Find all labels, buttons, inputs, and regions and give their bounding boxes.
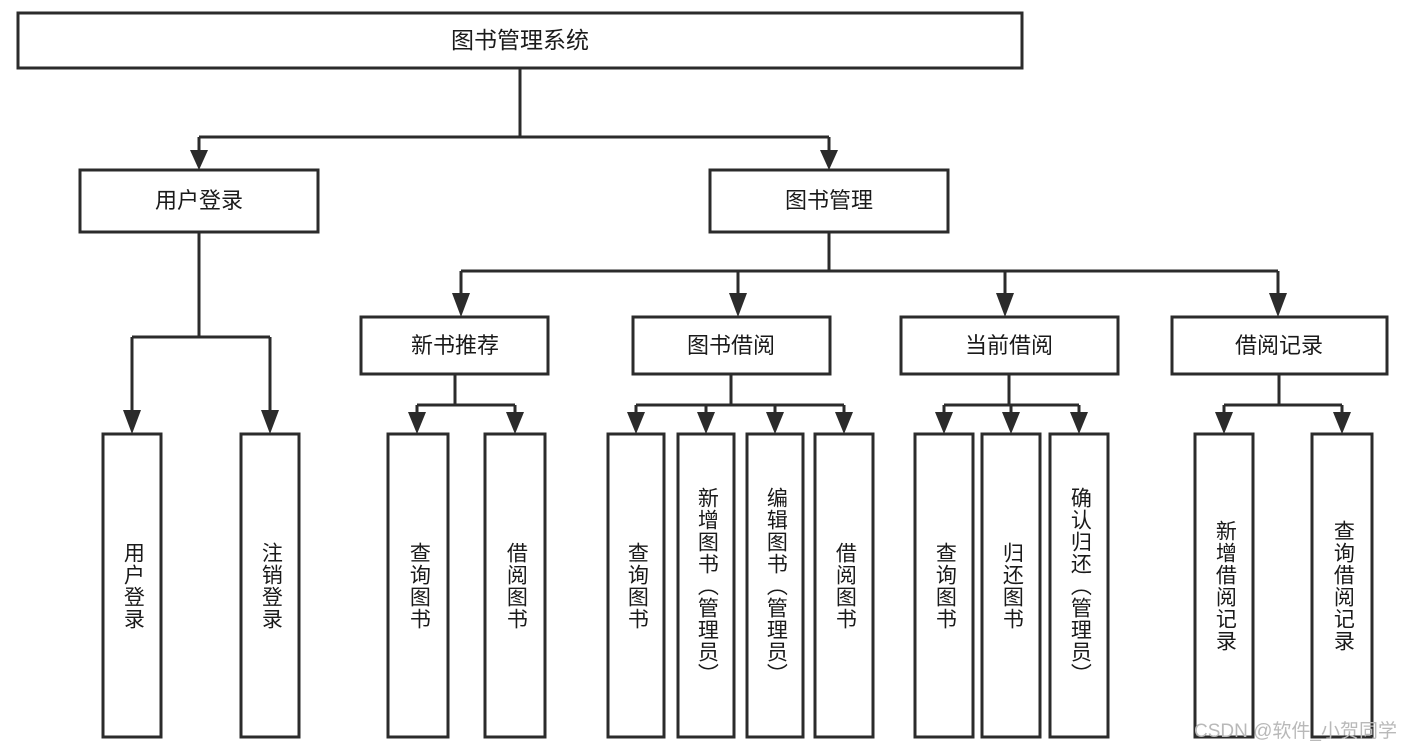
node-box-leaf-query-borrow-record[interactable] <box>1310 432 1374 739</box>
arrow-head-leaf-add-borrow-record <box>1215 412 1233 434</box>
arrow-head-leaf-query-borrow-record <box>1333 412 1351 434</box>
node-box-leaf-borrow-book-2[interactable] <box>813 432 875 739</box>
horizontal-label-group: 图书管理系统 用户登录 图书管理 新书推荐 图书借阅 当前借阅 借阅记录 <box>155 27 1323 358</box>
node-box-leaf-query-book-2[interactable] <box>606 432 666 739</box>
arrow-head-current-borrow <box>996 293 1014 317</box>
arrow-head-leaf-edit-book <box>766 412 784 434</box>
arrow-head-new-book-recommend <box>452 293 470 317</box>
arrow-head-book-management <box>820 150 838 170</box>
arrow-head-leaf-query-book-3 <box>935 412 953 434</box>
arrow-head-leaf-query-book-2 <box>627 412 645 434</box>
node-box-user-login[interactable] <box>78 168 320 234</box>
label-new-book-recommend: 新书推荐 <box>411 333 499 358</box>
node-box-leaf-user-login[interactable] <box>101 432 163 739</box>
arrow-head-leaf-user-login <box>123 410 141 434</box>
arrow-head-user-login <box>190 150 208 170</box>
node-box-leaf-add-borrow-record[interactable] <box>1193 432 1255 739</box>
label-root: 图书管理系统 <box>451 27 589 53</box>
node-box-book-borrow[interactable] <box>631 315 832 376</box>
arrow-head-leaf-borrow-book-2 <box>835 412 853 434</box>
label-current-borrow: 当前借阅 <box>965 333 1053 358</box>
arrow-head-leaf-borrow-book-1 <box>506 412 524 434</box>
watermark-text: CSDN @软件_小贺同学 <box>1194 721 1397 742</box>
node-box-leaf-query-book-1[interactable] <box>386 432 450 739</box>
node-box-new-book-recommend[interactable] <box>359 315 550 376</box>
arrow-head-book-borrow <box>729 293 747 317</box>
node-box-group <box>16 11 1389 739</box>
label-user-login: 用户登录 <box>155 188 243 213</box>
label-book-management: 图书管理 <box>785 188 873 213</box>
node-box-leaf-confirm-return[interactable] <box>1048 432 1110 739</box>
node-box-root[interactable] <box>16 11 1024 70</box>
arrow-head-leaf-logout <box>261 410 279 434</box>
node-box-leaf-query-book-3[interactable] <box>913 432 975 739</box>
node-box-book-management[interactable] <box>708 168 950 234</box>
node-box-leaf-return-book[interactable] <box>980 432 1042 739</box>
arrow-head-leaf-confirm-return <box>1070 412 1088 434</box>
node-box-leaf-add-book[interactable] <box>676 432 736 739</box>
arrow-head-leaf-query-book-1 <box>408 412 426 434</box>
arrow-head-borrow-record <box>1269 293 1287 317</box>
arrow-head-leaf-add-book <box>697 412 715 434</box>
node-box-current-borrow[interactable] <box>899 315 1120 376</box>
arrow-head-leaf-return-book <box>1002 412 1020 434</box>
label-borrow-record: 借阅记录 <box>1235 333 1323 358</box>
node-box-leaf-logout[interactable] <box>239 432 301 739</box>
node-box-leaf-borrow-book-1[interactable] <box>483 432 547 739</box>
connector-group <box>123 68 1351 434</box>
label-book-borrow: 图书借阅 <box>687 333 775 358</box>
node-box-borrow-record[interactable] <box>1170 315 1389 376</box>
node-box-leaf-edit-book[interactable] <box>745 432 805 739</box>
